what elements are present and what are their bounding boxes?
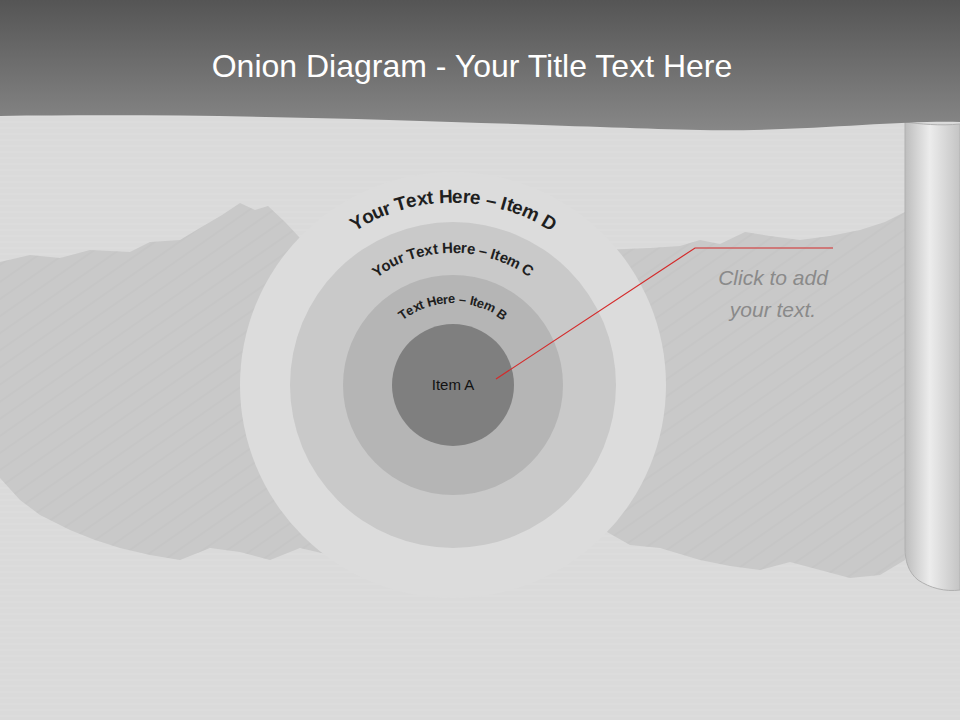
- arc-letter: H: [441, 239, 453, 257]
- core-label: Item A: [432, 376, 475, 394]
- arc-letter: t: [426, 187, 435, 210]
- arc-letter: e: [452, 186, 463, 209]
- callout-text: Click to add your text.: [698, 262, 848, 326]
- core-circle: Item A: [392, 324, 514, 446]
- torn-paper-texture: [0, 203, 905, 578]
- torn-paper: [0, 203, 905, 578]
- arc-letter: r: [443, 291, 449, 307]
- arc-letter: e: [452, 239, 461, 257]
- leader-line: [496, 248, 833, 379]
- arc-letter: B: [494, 305, 511, 323]
- arc-letter: –: [477, 242, 489, 261]
- arc-letter: H: [438, 185, 453, 208]
- ring-fill: [240, 172, 666, 598]
- outer-ring: Your Text Here – Item DYour Text Here – …: [240, 172, 666, 598]
- ring-label: Your Text Here – Item C: [356, 230, 551, 291]
- arc-letter: C: [518, 260, 537, 281]
- arc-letter: D: [537, 210, 560, 237]
- arc-letter: e: [448, 291, 455, 307]
- ring-fill: [343, 275, 563, 495]
- title-bar: [0, 0, 960, 130]
- inner-ring: Text Here – Item B Item A: [343, 275, 563, 495]
- ring-label: Text Here – Item B: [385, 283, 522, 332]
- ring-label: Your Text Here – Item D: [329, 174, 578, 249]
- arc-letter: –: [484, 189, 499, 213]
- slide-title: Onion Diagram - Your Title Text Here: [0, 46, 944, 86]
- middle-ring: Your Text Here – Item CText Here – Item …: [290, 222, 616, 548]
- ring-fill: [290, 222, 616, 548]
- paper-curl: [905, 122, 960, 591]
- arc-letter: e: [466, 240, 477, 259]
- arc-letter: e: [469, 186, 482, 210]
- arc-letter: –: [458, 291, 467, 307]
- ring-fill: [392, 324, 514, 446]
